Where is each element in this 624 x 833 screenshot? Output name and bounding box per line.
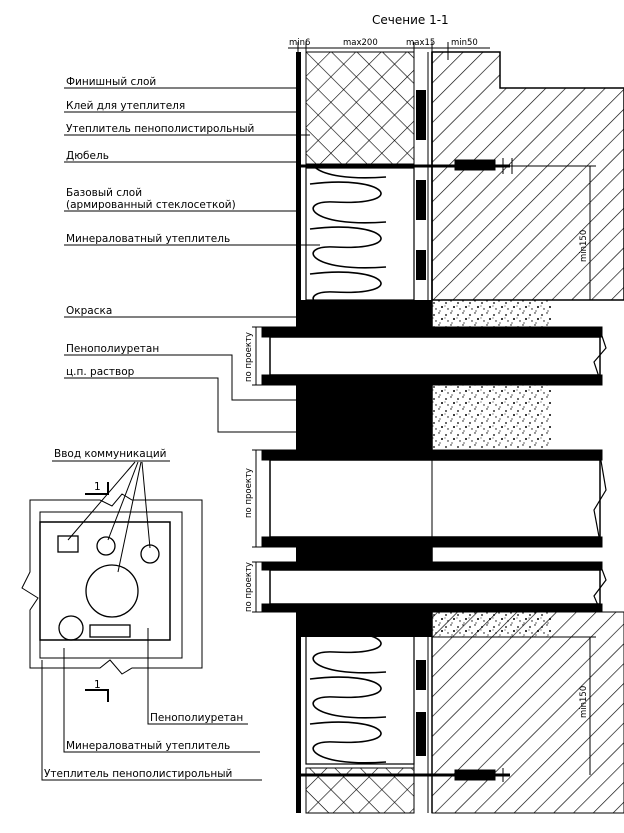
label-cement-mortar: ц.п. раствор (66, 366, 135, 378)
inset-title: Ввод коммуникаций (54, 448, 167, 460)
dim-min50: min50 (451, 38, 478, 48)
label-eps-insulation: Утеплитель пенополистирольный (66, 123, 254, 135)
inset-cut-marks (85, 482, 109, 702)
inset-label-pu-foam: Пенополиуретан (150, 712, 243, 724)
section-title: Сечение 1-1 (372, 13, 449, 27)
inset-leaders (67, 461, 151, 573)
dim-min6: min6 (289, 38, 310, 48)
pipe-2 (261, 449, 607, 548)
label-finish-layer: Финишный слой (66, 76, 156, 88)
dim-max200: max200 (343, 38, 378, 48)
concrete-fill (432, 300, 552, 637)
leader-lines (64, 87, 320, 433)
dim-min150-top: min150 (579, 230, 589, 262)
sealing-plugs (296, 300, 432, 637)
label-dowel: Дюбель (66, 150, 109, 162)
inset-label-leaders (41, 628, 262, 781)
label-paint: Окраска (66, 305, 112, 317)
dim-po-proektu-lines (252, 326, 280, 613)
dowel-bottom (300, 768, 510, 782)
inset-label-eps: Утеплитель пенополистирольный (44, 768, 232, 780)
label-base-layer-1: Базовый слой (66, 187, 142, 199)
inset-inner-frame (39, 521, 171, 641)
label-adhesive: Клей для утеплителя (66, 100, 185, 112)
label-pu-foam: Пенополиуретан (66, 343, 159, 355)
mineral-wool-bottom (305, 635, 415, 765)
mineral-wool-top (305, 167, 415, 301)
dim-max15: max15 (406, 38, 435, 48)
inset-pipes (57, 535, 160, 641)
dim-po-proektu-3: по проекту (244, 562, 254, 612)
pipe-1 (261, 326, 607, 386)
inset-outer-frame (21, 493, 203, 675)
inset-cut-mark-top: 1 (94, 481, 101, 493)
inset-cut-mark-bottom: 1 (94, 679, 101, 691)
dim-po-proektu-1: по проекту (244, 332, 254, 382)
dim-po-proektu-2: по проекту (244, 468, 254, 518)
label-mineral-wool: Минераловатный утеплитель (66, 233, 230, 245)
pipe-3 (261, 561, 607, 613)
eps-insulation-top (305, 51, 415, 165)
wall-hatching (431, 51, 624, 814)
adhesive-strip (413, 52, 429, 813)
dim-min150-bottom: min150 (579, 686, 589, 718)
label-base-layer-2: (армированный стеклосеткой) (66, 199, 236, 211)
inset-label-mineral-wool: Минераловатный утеплитель (66, 740, 230, 752)
